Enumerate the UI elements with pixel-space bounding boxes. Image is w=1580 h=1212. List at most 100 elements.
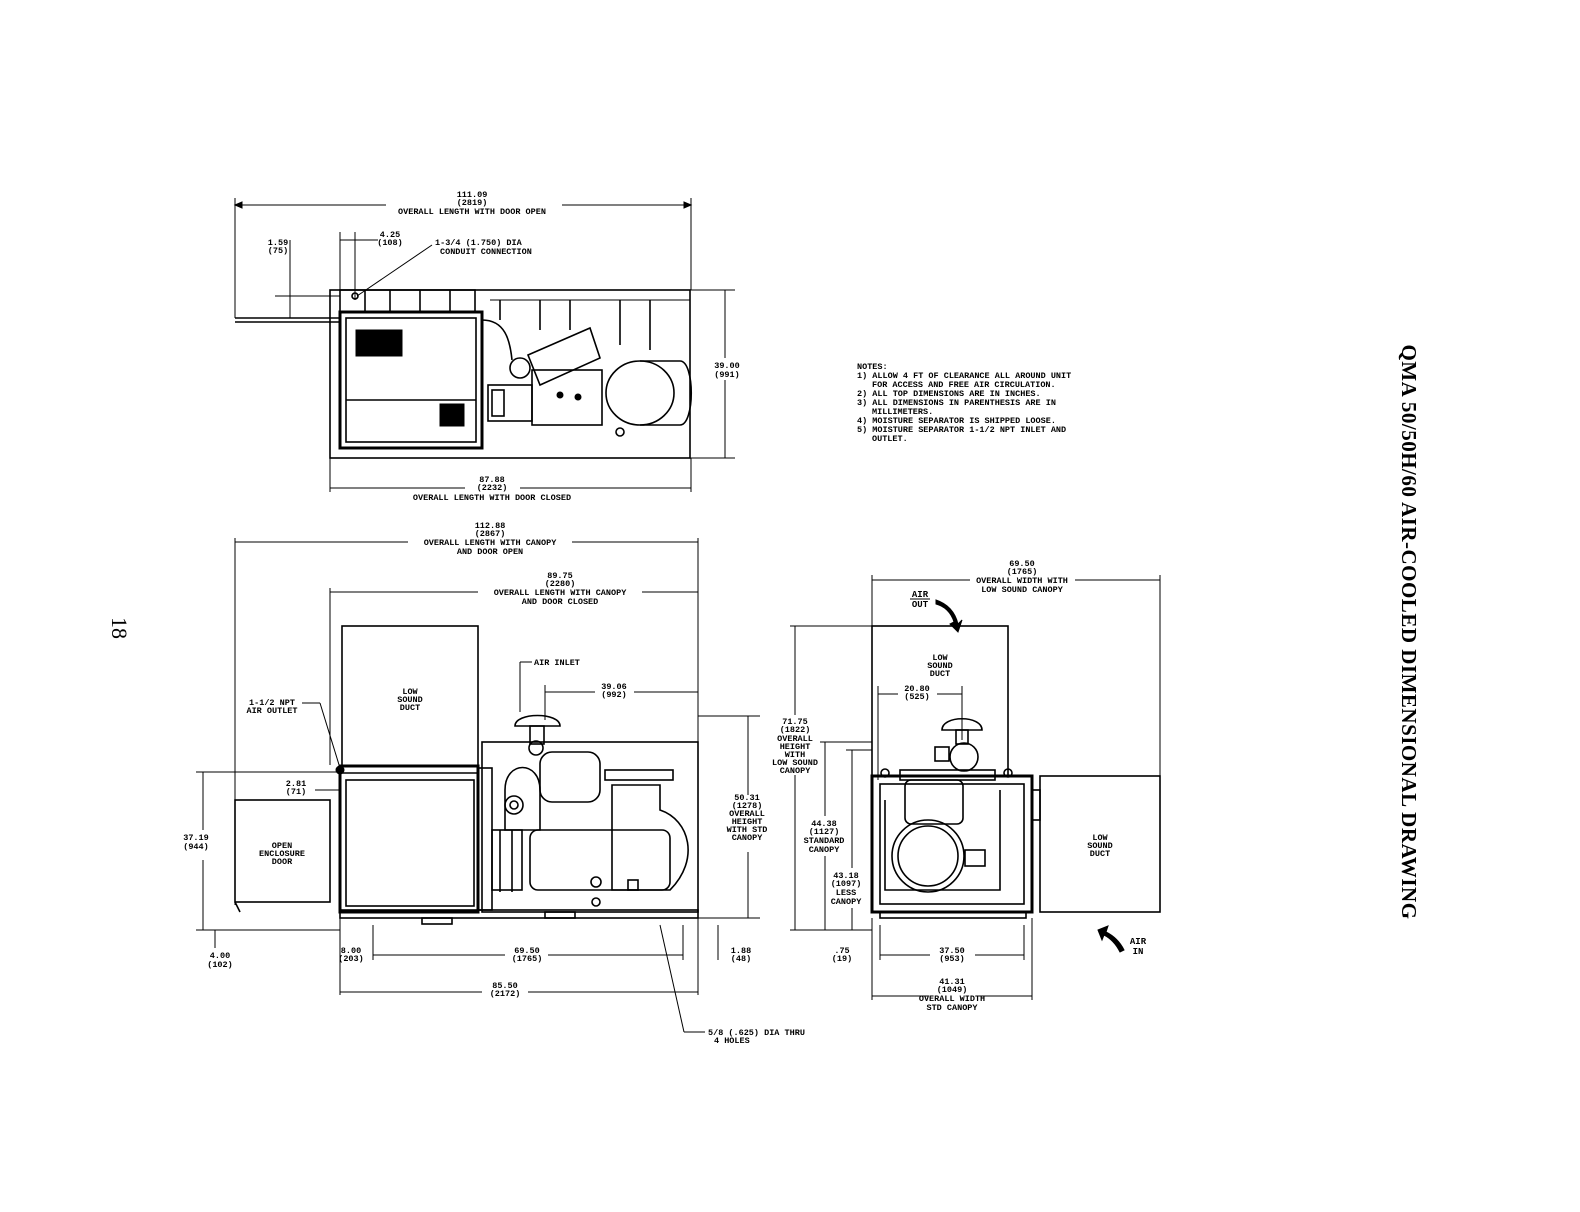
dim-mm: (1765) (512, 954, 543, 964)
npt-label: AIR OUTLET (246, 706, 297, 716)
dim-caption: OVERALL LENGTH WITH CANOPY (424, 538, 558, 548)
holes-label: 4 HOLES (714, 1036, 750, 1046)
dim-caption: OVERALL WIDTH (919, 994, 985, 1004)
note-line: FOR ACCESS AND FREE AIR CIRCULATION. (872, 380, 1056, 390)
dim-mm: (2232) (477, 483, 508, 493)
dim-mm: (2867) (475, 529, 506, 539)
dim-value: 69.50 (1009, 559, 1035, 569)
dim-mm: (525) (904, 692, 930, 702)
dim-caption: HEIGHT (732, 817, 763, 827)
dim-value: 37.50 (939, 946, 965, 956)
dim-caption: CANOPY (732, 833, 764, 843)
dim-value: 4.25 (380, 230, 400, 240)
dim-mm: (102) (207, 960, 233, 970)
duct-label: LOW (402, 687, 418, 697)
dim-mm: (2280) (545, 579, 576, 589)
dim-caption: OVERALL WIDTH WITH (976, 576, 1068, 586)
notes-block: NOTES: 1) ALLOW 4 FT OF CLEARANCE ALL AR… (857, 362, 1071, 444)
dim-value: 87.88 (479, 475, 505, 485)
holes-label: 5/8 (.625) DIA THRU (708, 1028, 805, 1038)
dim-value: 50.31 (734, 793, 760, 803)
note-line: 1) ALLOW 4 FT OF CLEARANCE ALL AROUND UN… (857, 371, 1071, 381)
dim-value: 111.09 (457, 190, 488, 200)
door-label: DOOR (272, 857, 293, 867)
dim-mm: (953) (939, 954, 965, 964)
air-out-label: OUT (912, 600, 929, 610)
dim-value: 69.50 (514, 946, 540, 956)
dim-value: 112.88 (475, 521, 506, 531)
page-number: 18 (107, 617, 132, 639)
dim-mm: (944) (183, 842, 209, 852)
dim-value: 71.75 (782, 717, 808, 727)
dim-value: 1.59 (268, 238, 288, 248)
dim-caption: OVERALL LENGTH WITH CANOPY (494, 588, 628, 598)
dim-caption: LESS (836, 888, 856, 898)
conduit-label: CONDUIT CONNECTION (440, 247, 532, 257)
dim-mm: (992) (601, 690, 627, 700)
dim-value: 44.38 (811, 819, 837, 829)
dim-caption: CANOPY (780, 766, 812, 776)
dim-mm: (1278) (732, 801, 763, 811)
air-inlet-label: AIR INLET (534, 658, 580, 668)
dim-mm: (1127) (809, 827, 840, 837)
dim-value: 20.80 (904, 684, 930, 694)
dim-caption: OVERALL (777, 734, 813, 744)
duct-label: DUCT (1090, 849, 1110, 859)
conduit-label: 1-3/4 (1.750) DIA (435, 238, 523, 248)
dim-value: 37.19 (183, 833, 209, 843)
dim-mm: (1097) (831, 879, 862, 889)
dim-value: 39.00 (714, 361, 740, 371)
duct-label: DUCT (930, 669, 950, 679)
air-out-label: AIR (912, 590, 929, 600)
air-in-label: AIR (1130, 937, 1147, 947)
dim-mm: (2819) (457, 198, 488, 208)
dim-value: .75 (834, 946, 849, 956)
dim-caption: LOW SOUND CANOPY (981, 585, 1064, 595)
note-line: 5) MOISTURE SEPARATOR 1-1/2 NPT INLET AN… (857, 425, 1066, 435)
door-label: ENCLOSURE (259, 849, 305, 859)
page-number-text: 18 (107, 617, 132, 639)
dim-value: 8.00 (341, 946, 361, 956)
dim-caption: WITH STD (727, 825, 768, 835)
end-view: 69.50 (1765) OVERALL WIDTH WITH LOW SOUN… (772, 559, 1161, 1013)
dim-mm: (2172) (490, 989, 521, 999)
dim-value: 89.75 (547, 571, 573, 581)
title-text: QMA 50/50H/60 AIR-COOLED DIMENSIONAL DRA… (1397, 344, 1421, 919)
dim-value: 41.31 (939, 977, 965, 987)
dim-mm: (991) (714, 370, 740, 380)
door-label: OPEN (272, 841, 292, 851)
dim-value: 39.06 (601, 682, 627, 692)
top-view: 111.09 (2819) OVERALL LENGTH WITH DOOR O… (233, 190, 740, 503)
note-line: 4) MOISTURE SEPARATOR IS SHIPPED LOOSE. (857, 416, 1056, 426)
dim-mm: (108) (377, 238, 403, 248)
duct-label: LOW (932, 653, 948, 663)
duct-label: SOUND (1087, 841, 1113, 851)
duct-label: DUCT (400, 703, 420, 713)
duct-label: SOUND (397, 695, 423, 705)
dim-mm: (203) (338, 954, 364, 964)
dim-mm: (1765) (1007, 567, 1038, 577)
dim-caption: LOW SOUND (772, 758, 818, 768)
dim-value: 1.88 (731, 946, 751, 956)
dim-caption: CANOPY (831, 897, 863, 907)
dim-value: 43.18 (833, 871, 859, 881)
notes-heading: NOTES: (857, 362, 888, 372)
dim-mm: (1049) (937, 985, 968, 995)
npt-label: 1-1/2 NPT (249, 698, 295, 708)
air-out-arrow-icon (935, 599, 963, 633)
dim-caption: OVERALL LENGTH WITH DOOR CLOSED (413, 493, 571, 503)
duct-label: LOW (1092, 833, 1108, 843)
dim-caption: HEIGHT (780, 742, 811, 752)
dim-mm: (71) (286, 787, 306, 797)
dim-value: 85.50 (492, 981, 518, 991)
dim-mm: (75) (268, 246, 288, 256)
dim-caption: WITH (785, 750, 805, 760)
dim-caption: AND DOOR OPEN (457, 547, 523, 557)
dim-caption: STANDARD (804, 836, 845, 846)
dim-caption: OVERALL (729, 809, 765, 819)
dim-mm: (48) (731, 954, 751, 964)
note-line: OUTLET. (872, 434, 908, 444)
dim-caption: OVERALL LENGTH WITH DOOR OPEN (398, 207, 546, 217)
drawing-title: QMA 50/50H/60 AIR-COOLED DIMENSIONAL DRA… (1397, 344, 1421, 919)
dim-mm: (19) (832, 954, 852, 964)
